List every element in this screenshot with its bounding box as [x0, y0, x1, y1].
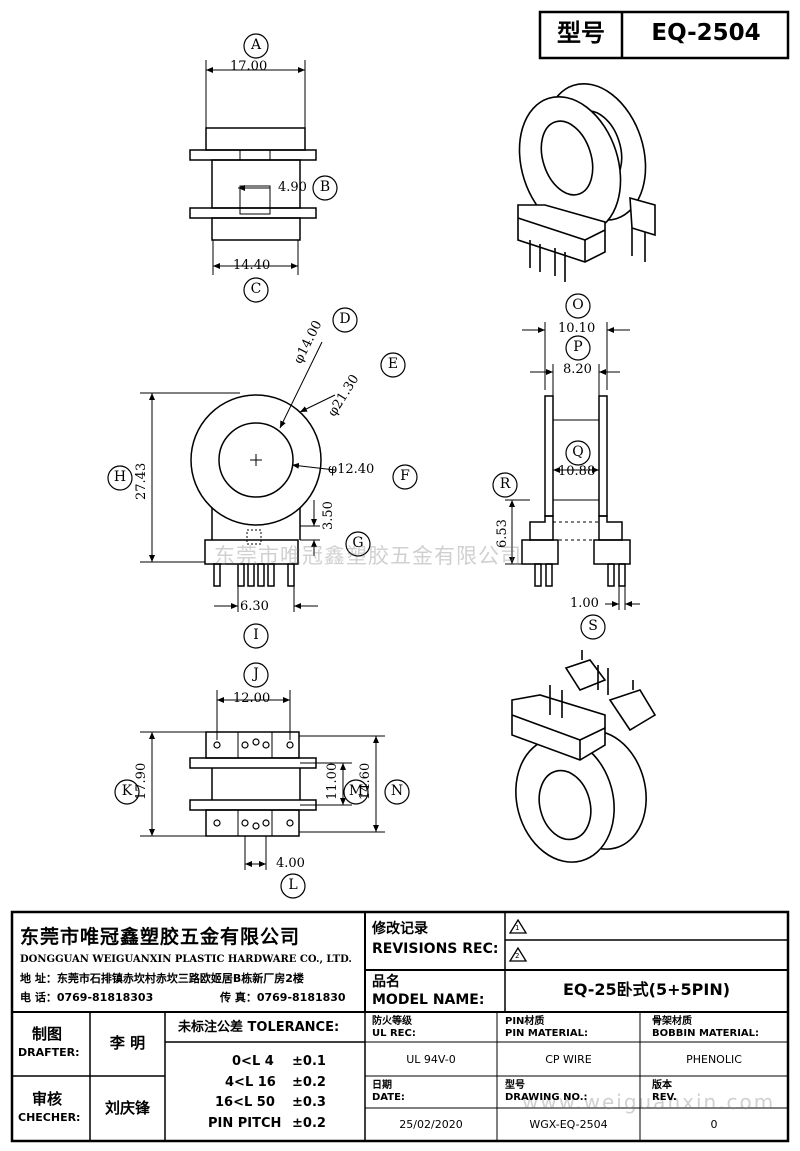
isometric-view-bottom [511, 650, 657, 863]
company-name-en: DONGGUAN WEIGUANXIN PLASTIC HARDWARE CO.… [20, 954, 352, 965]
checker-label-cn: 审核 [32, 1090, 63, 1108]
dim-s: 1.00 [570, 596, 599, 611]
side-view [492, 293, 640, 640]
company-address: 地 址：东莞市石排镇赤坎村赤坎三路欧姬居B栋新厂房2楼 [20, 972, 304, 985]
checker-name: 刘庆锋 [104, 1099, 150, 1117]
dim-l: 4.00 [276, 856, 305, 871]
drawing-no-label-cn: 型号 [505, 1080, 525, 1091]
ul-label-en: UL REC: [372, 1028, 416, 1039]
callout-o: O [572, 297, 584, 313]
pin-material-label-en: PIN MATERIAL: [505, 1028, 588, 1039]
callout-d: D [339, 311, 351, 327]
callout-f: F [400, 468, 410, 484]
dim-m: 11.00 [325, 762, 340, 800]
tolerance-value-2: ±0.2 [292, 1075, 326, 1090]
watermark-footer: www.weiguanxin.com [522, 1090, 776, 1114]
drafter-label-en: DRAFTER: [18, 1046, 80, 1059]
model-number: EQ-2504 [651, 20, 761, 46]
front-view [107, 307, 418, 649]
callout-b: B [319, 179, 331, 195]
callout-s: S [588, 618, 598, 634]
callout-p: P [573, 339, 583, 355]
dim-f: φ12.40 [328, 462, 375, 477]
company-name-cn: 东莞市唯冠鑫塑胶五金有限公司 [20, 926, 301, 948]
revision-2-number: 2 [515, 952, 520, 960]
tolerance-value-1: ±0.1 [292, 1054, 326, 1069]
rev-label-en: REV. [652, 1092, 677, 1103]
drawing-no-label-en: DRAWING NO.: [505, 1092, 588, 1103]
pin-material-value: CP WIRE [545, 1053, 592, 1066]
model-name-label-en: MODEL NAME: [372, 992, 485, 1008]
bottom-view [114, 662, 410, 899]
isometric-view-top [517, 82, 656, 282]
tolerance-value-4: ±0.2 [292, 1116, 326, 1131]
callout-q: Q [572, 444, 584, 460]
tolerance-value-3: ±0.3 [292, 1095, 326, 1110]
callout-c: C [250, 281, 262, 297]
date-label-cn: 日期 [372, 1080, 392, 1091]
model-name-label-cn: 品名 [372, 974, 400, 990]
rev-value: 0 [710, 1118, 718, 1131]
dim-p: 8.20 [563, 362, 592, 377]
header-box [538, 10, 790, 60]
company-fax: 传 真：0769-8181830 [220, 991, 346, 1004]
dim-i: 6.30 [240, 599, 269, 614]
date-value: 25/02/2020 [399, 1118, 463, 1131]
watermark-center: 东莞市唯冠鑫塑胶五金有限公司 [214, 544, 522, 568]
model-name-value: EQ-25卧式(5+5PIN) [562, 980, 731, 999]
callout-k: K [121, 783, 133, 799]
dim-width-bottom: 14.40 [233, 258, 271, 273]
callout-a: A [250, 37, 262, 53]
callout-j: J [253, 666, 259, 682]
dim-q: 10.88 [558, 464, 596, 479]
callout-i: I [253, 627, 259, 643]
callout-h: H [113, 469, 127, 485]
drawing-no-value: WGX-EQ-2504 [529, 1118, 608, 1131]
callout-l: L [288, 877, 298, 893]
callout-g: G [352, 535, 364, 551]
tolerance-title: 未标注公差 TOLERANCE: [178, 1020, 340, 1035]
pin-material-label-cn: PIN材质 [505, 1016, 545, 1027]
rev-label-cn: 版本 [652, 1080, 672, 1091]
revision-1-number: 1 [515, 924, 520, 932]
checker-label-en: CHECHER: [18, 1111, 81, 1124]
date-label-en: DATE: [372, 1092, 405, 1103]
dim-width-top: 17.00 [230, 59, 268, 74]
ul-label-cn: 防火等级 [372, 1016, 412, 1027]
tolerance-range-2: 4<L 16 [225, 1075, 276, 1090]
type-label: 型号 [557, 19, 605, 47]
bobbin-material-value: PHENOLIC [686, 1053, 742, 1066]
revisions-label-cn: 修改记录 [372, 921, 428, 937]
dim-slot: 4.90 [278, 180, 307, 195]
drafter-label-cn: 制图 [32, 1025, 63, 1043]
revisions-label-en: REVISIONS REC: [372, 941, 499, 957]
tolerance-range-3: 16<L 50 [215, 1095, 275, 1110]
top-view [189, 33, 338, 303]
dim-j: 12.00 [233, 691, 271, 706]
tolerance-range-1: 0<L 4 [232, 1054, 274, 1069]
callout-e: E [387, 356, 399, 372]
dim-h: 27.43 [134, 462, 149, 500]
title-block-grid [10, 910, 790, 1143]
dim-o: 10.10 [558, 321, 596, 336]
callout-n: N [390, 783, 404, 799]
drafter-name: 李 明 [109, 1034, 146, 1052]
tolerance-range-4: PIN PITCH [208, 1116, 282, 1131]
bobbin-material-label-cn: 骨架材质 [652, 1016, 692, 1027]
dim-g: 3.50 [321, 501, 336, 530]
bobbin-material-label-en: BOBBIN MATERIAL: [652, 1028, 760, 1039]
callout-m: M [348, 783, 364, 799]
ul-value: UL 94V-0 [406, 1053, 456, 1066]
company-phone: 电 话：0769-81818303 [20, 991, 154, 1004]
callout-r: R [499, 476, 511, 492]
